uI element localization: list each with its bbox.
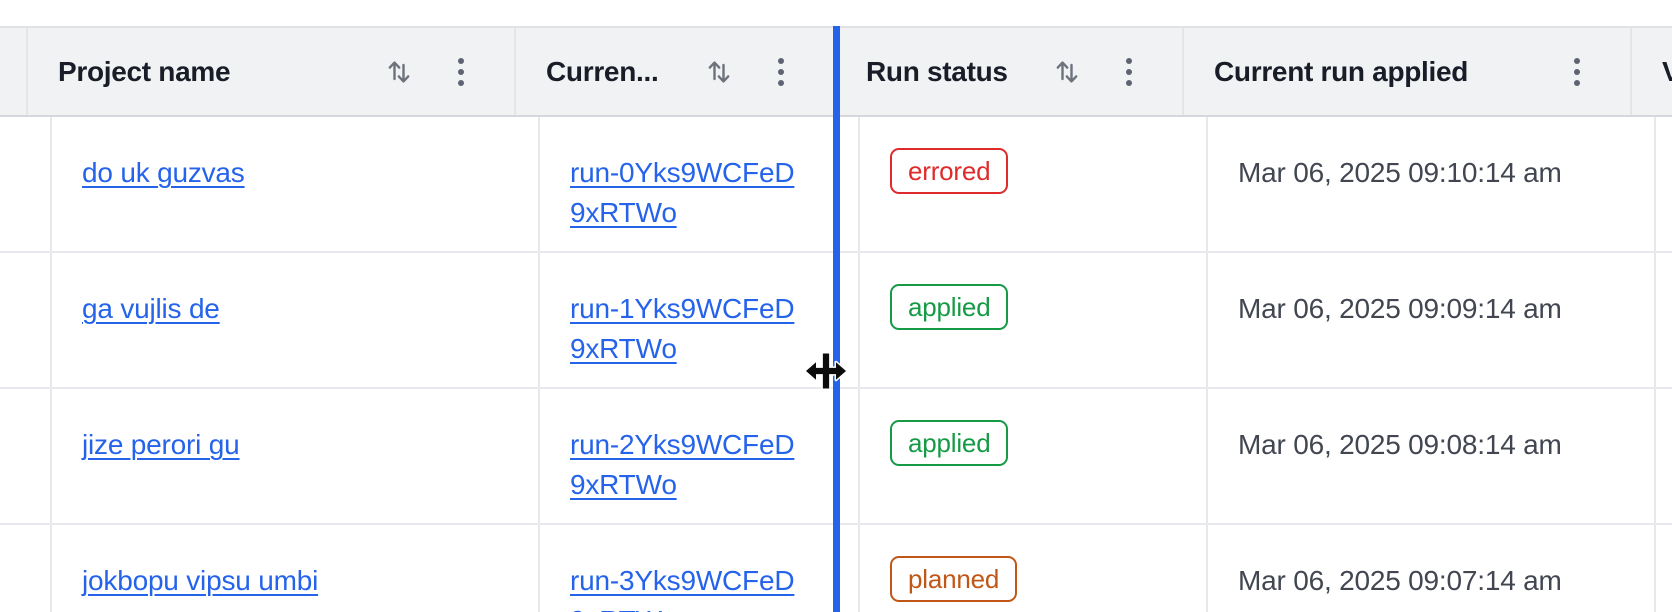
current-run-applied-cell: Mar 06, 2025 09:10:14 am	[1208, 117, 1656, 251]
sort-icon[interactable]	[1054, 58, 1080, 86]
column-header-project-name[interactable]: Project name	[28, 28, 516, 115]
status-badge: errored	[890, 148, 1009, 194]
run-status-cell: planned	[860, 525, 1208, 612]
column-resize-indicator-line[interactable]	[833, 26, 840, 612]
cut-right-cell: e	[1656, 525, 1672, 612]
project-name-cell: do uk guzvas	[52, 117, 540, 251]
run-status-cell: applied	[860, 253, 1208, 387]
applied-timestamp: Mar 06, 2025 09:07:14 am	[1238, 565, 1562, 596]
column-label-run-status: Run status	[866, 55, 1008, 87]
run-id-link[interactable]: run-3Yks9WCFeD9xRTWo	[570, 565, 795, 612]
column-menu-kebab-icon[interactable]	[1572, 56, 1582, 88]
column-header-cut-left	[0, 28, 28, 115]
column-header-current-run[interactable]: Curren...	[516, 28, 836, 115]
run-id-link[interactable]: run-1Yks9WCFeD9xRTWo	[570, 293, 795, 364]
cut-right-cell: e	[1656, 253, 1672, 387]
project-name-cell: ga vujlis de	[52, 253, 540, 387]
sort-icon[interactable]	[386, 58, 412, 86]
cut-right-cell: e	[1656, 117, 1672, 251]
project-link[interactable]: jokbopu vipsu umbi	[82, 565, 319, 596]
current-run-cell: run-2Yks9WCFeD9xRTWo	[540, 389, 860, 523]
applied-timestamp: Mar 06, 2025 09:10:14 am	[1238, 157, 1562, 188]
current-run-cell: run-3Yks9WCFeD9xRTWo	[540, 525, 860, 612]
column-header-current-run-applied[interactable]: Current run applied	[1184, 28, 1632, 115]
run-status-cell: errored	[860, 117, 1208, 251]
project-link[interactable]: jize perori gu	[82, 429, 240, 460]
status-badge: applied	[890, 284, 1009, 330]
column-menu-kebab-icon[interactable]	[776, 56, 786, 88]
run-id-link[interactable]: run-2Yks9WCFeD9xRTWo	[570, 429, 795, 500]
column-header-run-status[interactable]: Run status	[836, 28, 1184, 115]
project-name-cell: jokbopu vipsu umbi	[52, 525, 540, 612]
project-name-cell: jize perori gu	[52, 389, 540, 523]
run-status-cell: applied	[860, 389, 1208, 523]
current-run-applied-cell: Mar 06, 2025 09:09:14 am	[1208, 253, 1656, 387]
applied-timestamp: Mar 06, 2025 09:08:14 am	[1238, 429, 1562, 460]
current-run-cell: run-0Yks9WCFeD9xRTWo	[540, 117, 860, 251]
current-run-applied-cell: Mar 06, 2025 09:07:14 am	[1208, 525, 1656, 612]
run-id-link[interactable]: run-0Yks9WCFeD9xRTWo	[570, 157, 795, 228]
column-label-current-run: Curren...	[546, 55, 659, 87]
cut-right-cell: e	[1656, 389, 1672, 523]
column-menu-kebab-icon[interactable]	[1124, 56, 1134, 88]
status-badge: applied	[890, 420, 1009, 466]
column-label-cut-right: V	[1662, 55, 1672, 87]
column-header-cut-right: V	[1632, 28, 1672, 115]
status-badge: planned	[890, 556, 1018, 602]
column-menu-kebab-icon[interactable]	[456, 56, 466, 88]
column-label-project-name: Project name	[58, 55, 231, 87]
current-run-applied-cell: Mar 06, 2025 09:08:14 am	[1208, 389, 1656, 523]
sort-icon[interactable]	[706, 58, 732, 86]
project-link[interactable]: ga vujlis de	[82, 293, 220, 324]
applied-timestamp: Mar 06, 2025 09:09:14 am	[1238, 293, 1562, 324]
column-label-current-run-applied: Current run applied	[1214, 55, 1469, 87]
current-run-cell: run-1Yks9WCFeD9xRTWo	[540, 253, 860, 387]
project-link[interactable]: do uk guzvas	[82, 157, 245, 188]
